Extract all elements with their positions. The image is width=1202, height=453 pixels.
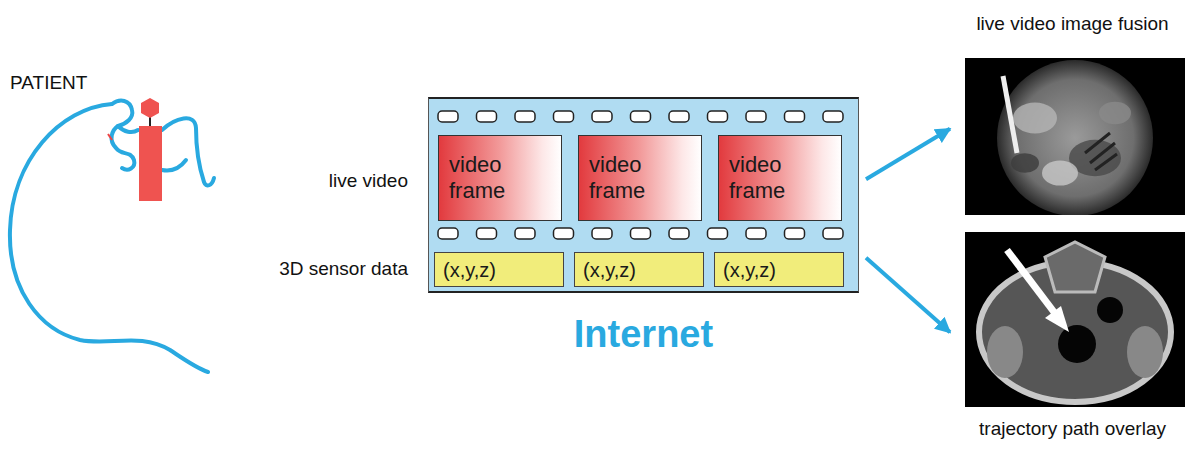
- bone-region: [987, 326, 1023, 378]
- coordinate-label: (x,y,z): [443, 258, 557, 282]
- coordinate-label: (x,y,z): [583, 258, 697, 282]
- network-title: Internet: [429, 313, 858, 356]
- ct-overlay-panel: trajectory path overlay: [950, 232, 1195, 441]
- scope-view: [997, 60, 1153, 215]
- image-ground: [965, 58, 1185, 215]
- data-flow-arrow: [866, 258, 950, 333]
- sprocket-hole: [631, 228, 651, 239]
- frame-label: video frame: [449, 152, 529, 204]
- tissue-blob: [1042, 160, 1078, 185]
- ct-image: [965, 232, 1185, 407]
- sensor-data-box: (x,y,z): [574, 252, 704, 287]
- panel-caption: live video image fusion: [950, 12, 1195, 36]
- sprocket-hole: [746, 111, 766, 122]
- sprocket-hole: [631, 111, 651, 122]
- sprocket-hole: [515, 228, 535, 239]
- sprocket-hole: [746, 228, 766, 239]
- frame-label: video frame: [729, 152, 809, 204]
- video-frame-box: video frame: [438, 135, 562, 221]
- sensor-data-box: (x,y,z): [714, 252, 844, 287]
- sprocket-hole: [592, 228, 612, 239]
- sinus-cavity: [1097, 297, 1123, 323]
- sprocket-hole: [708, 228, 728, 239]
- patient-eye-mark: [108, 134, 112, 140]
- sprocket-hole: [438, 111, 458, 122]
- sprocket-hole: [823, 228, 843, 239]
- sprocket-hole: [477, 228, 497, 239]
- video-fusion-panel: live video image fusion: [950, 12, 1195, 215]
- sensor-marker: [141, 98, 159, 118]
- nasal-section: [1045, 242, 1105, 292]
- data-flow-arrow: [866, 129, 950, 180]
- trajectory-arrow: [1007, 250, 1057, 316]
- trajectory-arrowhead: [1045, 306, 1069, 332]
- video-frame-box: video frame: [718, 135, 842, 221]
- frame-label: video frame: [589, 152, 669, 204]
- image-ground: [965, 232, 1185, 407]
- sensor-body: [139, 126, 162, 201]
- panel-caption: trajectory path overlay: [950, 417, 1195, 441]
- tissue-blob: [1013, 103, 1057, 134]
- sprocket-hole: [669, 228, 689, 239]
- sprocket-hole: [554, 111, 574, 122]
- bone-region: [1127, 326, 1163, 378]
- sprocket-hole: [592, 111, 612, 122]
- surgical-tool: [1003, 76, 1017, 153]
- overlay-lines: [1085, 133, 1117, 170]
- sprocket-hole: [554, 228, 574, 239]
- tissue-blob: [1011, 153, 1039, 173]
- coordinate-label: (x,y,z): [723, 258, 837, 282]
- endoscope-image: [965, 58, 1185, 215]
- patient-head-outline: [10, 101, 214, 372]
- stream-label: live video: [329, 170, 408, 192]
- sprocket-hole: [785, 111, 805, 122]
- sprocket-hole: [785, 228, 805, 239]
- tissue-blob: [1099, 102, 1131, 124]
- film-strip: Internetvideo framevideo framevideo fram…: [428, 97, 859, 293]
- sinus-cavity: [1058, 325, 1096, 363]
- video-frame-box: video frame: [578, 135, 702, 221]
- sprocket-hole: [515, 111, 535, 122]
- sprocket-hole: [438, 228, 458, 239]
- sprocket-hole: [708, 111, 728, 122]
- sensor-data-box: (x,y,z): [434, 252, 564, 287]
- sprocket-hole: [823, 111, 843, 122]
- stream-label: 3D sensor data: [279, 258, 408, 280]
- sprocket-hole: [477, 111, 497, 122]
- sprocket-hole: [669, 111, 689, 122]
- subject-label: PATIENT: [10, 72, 87, 94]
